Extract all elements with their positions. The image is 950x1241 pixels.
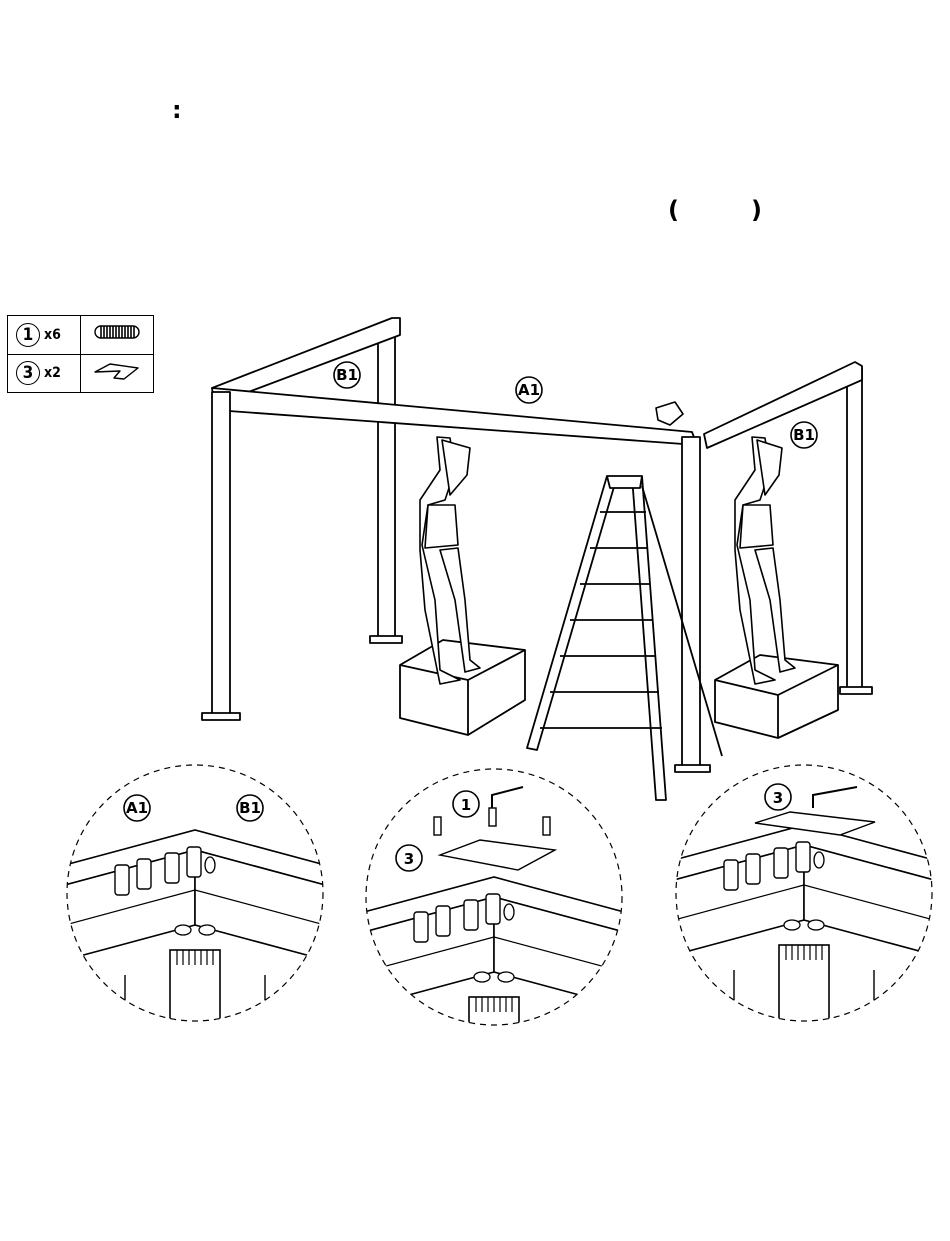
beam-left-top bbox=[212, 318, 400, 400]
label-beam-front: A1 bbox=[518, 381, 540, 399]
detail-view-3: 3 bbox=[674, 765, 934, 1060]
label-beam-left: B1 bbox=[336, 366, 358, 384]
detail-view-2: 1 3 bbox=[364, 769, 624, 1112]
beam-right-top bbox=[704, 362, 862, 448]
label-detail3-plate: 3 bbox=[773, 789, 783, 807]
post-back-right bbox=[847, 368, 862, 690]
foot-plate bbox=[840, 687, 872, 694]
foot-plate bbox=[202, 713, 240, 720]
label-detail1-a: A1 bbox=[126, 799, 148, 817]
foot-plate bbox=[370, 636, 402, 643]
post-back-left bbox=[378, 330, 395, 640]
label-beam-right: B1 bbox=[793, 426, 815, 444]
detail-view-1: A1 B1 bbox=[65, 765, 325, 1065]
label-detail2-bolt: 1 bbox=[461, 796, 471, 814]
post-front-right bbox=[682, 437, 700, 769]
label-detail2-plate: 3 bbox=[404, 850, 414, 868]
beam-front-top bbox=[212, 388, 697, 445]
label-detail1-b: B1 bbox=[239, 799, 261, 817]
worker-figures bbox=[420, 402, 795, 684]
post-front-left bbox=[212, 392, 230, 717]
foot-plate bbox=[675, 765, 710, 772]
